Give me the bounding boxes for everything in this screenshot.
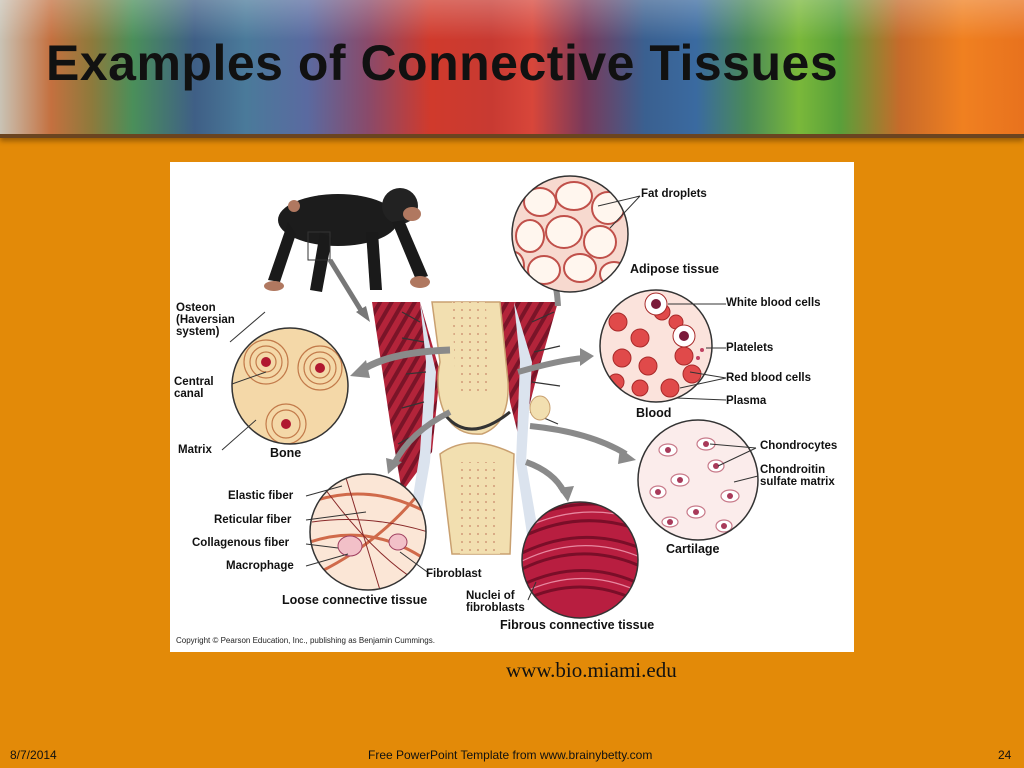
label-macrophage: Macrophage	[226, 560, 294, 572]
caption-blood: Blood	[636, 406, 672, 420]
connective-tissue-figure: Fat droplets Adipose tissue White blood …	[170, 162, 854, 652]
label-collagenous-fiber: Collagenous fiber	[192, 537, 290, 549]
footer-template-credit: Free PowerPoint Template from www.brainy…	[368, 748, 653, 762]
loose-connective-circle	[310, 474, 426, 590]
caption-bone: Bone	[270, 446, 302, 460]
chimpanzee-image	[264, 188, 430, 322]
label-platelets: Platelets	[726, 342, 774, 354]
footer-date: 8/7/2014	[10, 748, 57, 762]
copyright-notice: Copyright © Pearson Education, Inc., pub…	[176, 636, 435, 645]
label-leader-lines	[221, 195, 759, 601]
figure-illustration	[221, 175, 759, 619]
caption-fibrous-connective-tissue: Fibrous connective tissue	[500, 618, 655, 632]
adipose-circle	[512, 176, 628, 292]
source-url: www.bio.miami.edu	[506, 658, 677, 682]
blood-circle	[600, 290, 712, 402]
slide-title: Examples of Connective Tissues	[46, 35, 839, 91]
footer-page-number: 24	[998, 748, 1012, 762]
caption-loose-connective-tissue: Loose connective tissue	[282, 593, 428, 607]
caption-adipose-tissue: Adipose tissue	[630, 262, 719, 276]
label-central-canal: Central canal	[174, 376, 214, 400]
label-matrix: Matrix	[178, 444, 212, 456]
label-elastic-fiber: Elastic fiber	[228, 490, 294, 502]
label-red-blood-cells: Red blood cells	[726, 372, 811, 384]
label-chondrocytes: Chondrocytes	[760, 440, 838, 452]
caption-cartilage: Cartilage	[666, 542, 720, 556]
label-nuclei-of-fibroblasts: Nuclei of fibroblasts	[466, 590, 525, 614]
label-plasma: Plasma	[726, 395, 767, 407]
tissue-arrows	[350, 268, 636, 502]
label-white-blood-cells: White blood cells	[726, 297, 821, 309]
bone-circle	[232, 328, 348, 444]
title-bar	[0, 0, 1024, 138]
label-fat-droplets: Fat droplets	[641, 188, 707, 200]
label-chondroitin-sulfate-matrix: Chondroitin sulfate matrix	[760, 464, 835, 488]
label-fibroblast: Fibroblast	[426, 568, 482, 580]
cartilage-circle	[638, 420, 758, 540]
label-osteon: Osteon (Haversian system)	[176, 302, 235, 338]
label-reticular-fiber: Reticular fiber	[214, 514, 292, 526]
